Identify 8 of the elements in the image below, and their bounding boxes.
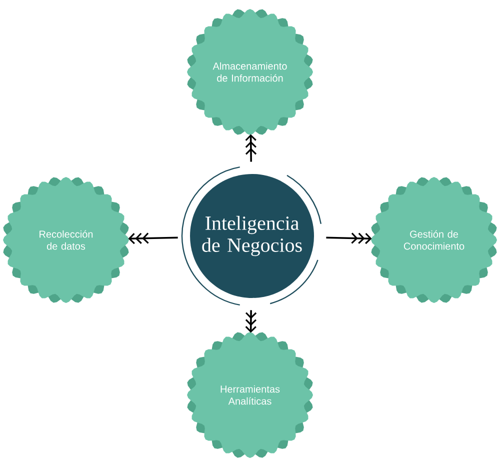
arrow <box>245 134 257 162</box>
arrow <box>245 310 257 333</box>
starburst-node: Gestión de Conocimiento <box>371 177 497 303</box>
arrow <box>326 232 372 244</box>
starburst-node: Almacenamiento de Información <box>187 9 313 135</box>
starburst-node: Recolección de datos <box>3 177 129 303</box>
arrow <box>128 232 178 244</box>
starburst-node: Herramientas Analíticas <box>187 332 313 458</box>
